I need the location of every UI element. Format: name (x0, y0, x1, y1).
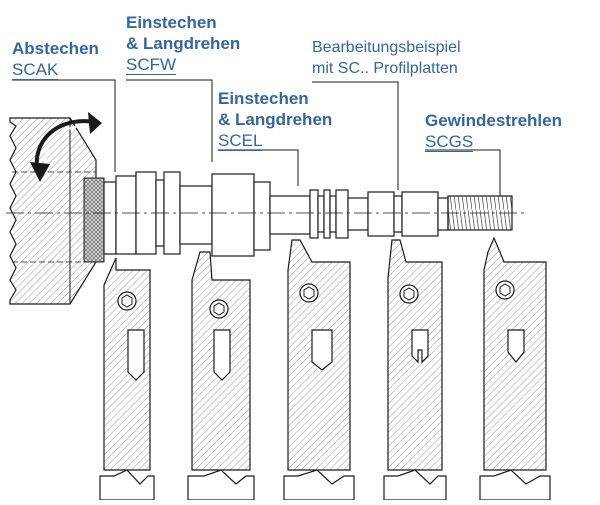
break-line-icon (99, 469, 551, 501)
tool-scel (287, 239, 351, 471)
workpiece (103, 171, 513, 257)
scgs-code: SCGS (425, 132, 474, 152)
tool-scfw (191, 251, 251, 471)
label-scfw: Einstechen & Langdrehen SCFW (126, 12, 240, 75)
tool-scgs (483, 236, 547, 471)
screw-sockets (121, 283, 511, 316)
beispiel-line1: Bearbeitungsbeispiel (312, 39, 461, 56)
label-beispiel: Bearbeitungsbeispiel mit SC.. Profilplat… (312, 37, 461, 79)
tool-scak (103, 257, 151, 471)
scel-line1: Einstechen (218, 89, 309, 108)
abstechen-code: SCAK (12, 60, 59, 80)
scel-line2: & Langdrehen (218, 110, 333, 129)
label-scel: Einstechen & Langdrehen SCEL (218, 88, 332, 151)
tool-holders (103, 236, 547, 471)
scgs-title: Gewindestrehlen (425, 111, 562, 130)
insert-screw-icon (117, 280, 515, 319)
rotation-arrow-icon (30, 112, 102, 182)
scel-code: SCEL (218, 131, 263, 151)
scfw-line2: & Langdrehen (126, 34, 241, 53)
scfw-code: SCFW (126, 55, 177, 75)
beispiel-line2: mit SC.. Profilplatten (312, 60, 458, 77)
leader-abstechen (12, 79, 116, 172)
tool-profile (387, 239, 443, 471)
leader-scgs (425, 149, 501, 196)
leader-beispiel (312, 81, 399, 190)
chuck (9, 117, 105, 305)
leader-scfw (126, 79, 213, 162)
label-abstechen: Abstechen SCAK (12, 38, 99, 80)
abstechen-title: Abstechen (12, 39, 99, 58)
label-scgs: Gewindestrehlen SCGS (425, 110, 562, 152)
scfw-line1: Einstechen (126, 13, 217, 32)
